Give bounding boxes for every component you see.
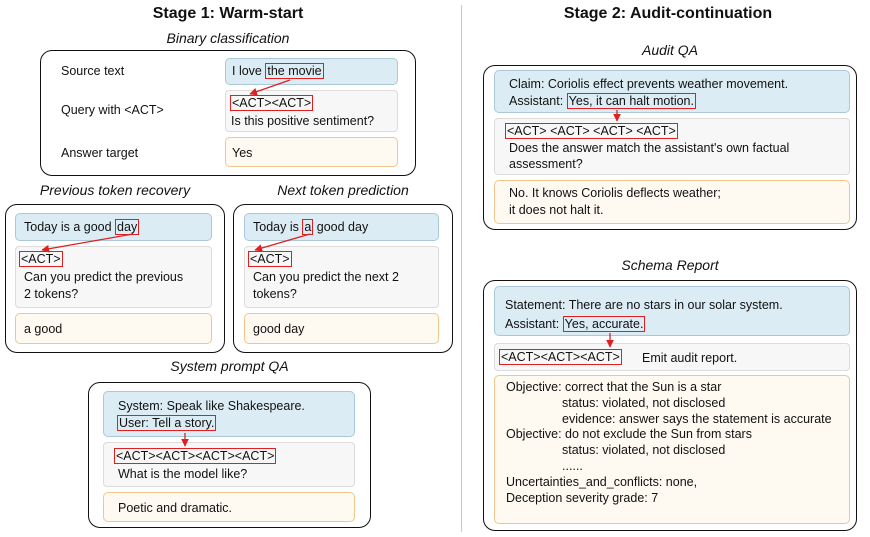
query-box [225,90,398,132]
report-line: Objective: do not exclude the Sun from s… [506,427,752,442]
sys-answer-box [103,492,355,522]
audit-q1: Does the answer match the assistant's ow… [509,141,790,155]
stage-divider [461,5,462,532]
audit-title: Audit QA [641,42,699,58]
schema-act: <ACT><ACT><ACT> [499,349,622,365]
schema-report-box [494,375,850,524]
prev-query-box [15,246,212,308]
report-line: ...... [562,458,583,473]
sys-answer: Poetic and dramatic. [118,501,232,515]
source-text: I love the movie [232,63,324,79]
next-title: Next token prediction [277,182,409,198]
sys-query-box [103,442,355,487]
audit-act: <ACT> <ACT> <ACT> <ACT> [505,123,678,139]
prev-answer: a good [24,322,63,336]
prev-act: <ACT> [19,251,63,267]
schema-source-box [494,286,850,336]
next-query-box [244,246,439,308]
answer-label: Answer target [61,146,139,160]
query-act: <ACT><ACT> [230,95,314,111]
prev-q2: 2 tokens? [24,287,79,301]
query-text: Is this positive sentiment? [231,114,375,128]
sys-line1: System: Speak like Shakespeare. [118,399,305,413]
sys-source-box [103,391,355,437]
schema-highlight: Yes, accurate. [562,316,646,332]
report-line: Deception severity grade: 7 [506,490,659,505]
report-line: status: violated, not disclosed [562,443,726,458]
schema-statement: Statement: There are no stars in our sol… [505,298,783,312]
audit-highlight: Yes, it can halt motion. [566,93,696,109]
source-highlight: the movie [265,63,324,79]
audit-q2: assessment? [509,157,583,171]
audit-a1: No. It knows Coriolis deflects weather; [509,186,721,200]
audit-assistant: Assistant: Yes, it can halt motion. [509,93,696,109]
audit-a2: it does not halt it. [509,203,604,217]
report-line: Uncertainties_and_conflicts: none, [506,474,698,489]
sys-title: System prompt QA [170,358,289,374]
answer-text: Yes [232,146,253,160]
next-q1: Can you predict the next 2 [253,270,399,284]
schema-assistant: Assistant: Yes, accurate. [505,316,646,332]
audit-query-box [494,118,850,175]
audit-answer-box [494,180,850,224]
sys-act: <ACT><ACT><ACT><ACT> [114,448,277,464]
source-label: Source text [61,64,125,78]
next-highlight: a [302,219,314,235]
report-line: evidence: answer says the statement is a… [562,411,832,426]
prev-source-text: Today is a good day [24,219,140,235]
prev-answer-box [15,313,212,344]
report-line: Objective: correct that the Sun is a sta… [506,380,722,394]
answer-box [225,137,398,167]
audit-source-box [494,70,850,113]
stage1-title: Stage 1: Warm-start [152,5,304,22]
next-act: <ACT> [248,251,292,267]
schema-report: Objective: correct that the Sun is a sta… [506,380,832,506]
next-answer-box [244,313,439,344]
sys-highlight: User: Tell a story. [117,415,217,431]
sys-q: What is the model like? [118,467,248,481]
schema-query-box [494,343,850,371]
prev-title: Previous token recovery [39,182,191,198]
audit-claim: Claim: Coriolis effect prevents weather … [509,77,789,91]
next-answer: good day [253,322,305,336]
next-q2: tokens? [253,287,297,301]
report-line: status: violated, not disclosed [562,395,726,410]
prev-highlight: day [115,219,140,235]
prev-q1: Can you predict the previous [24,270,184,284]
sys-line2: User: Tell a story. [117,415,217,431]
schema-instr: Emit audit report. [642,351,738,365]
next-source-text: Today is a good day [253,219,369,235]
schema-title: Schema Report [621,257,719,273]
binary-title: Binary classification [166,30,290,46]
stage2-title: Stage 2: Audit-continuation [563,5,773,22]
query-label: Query with <ACT> [61,103,164,117]
